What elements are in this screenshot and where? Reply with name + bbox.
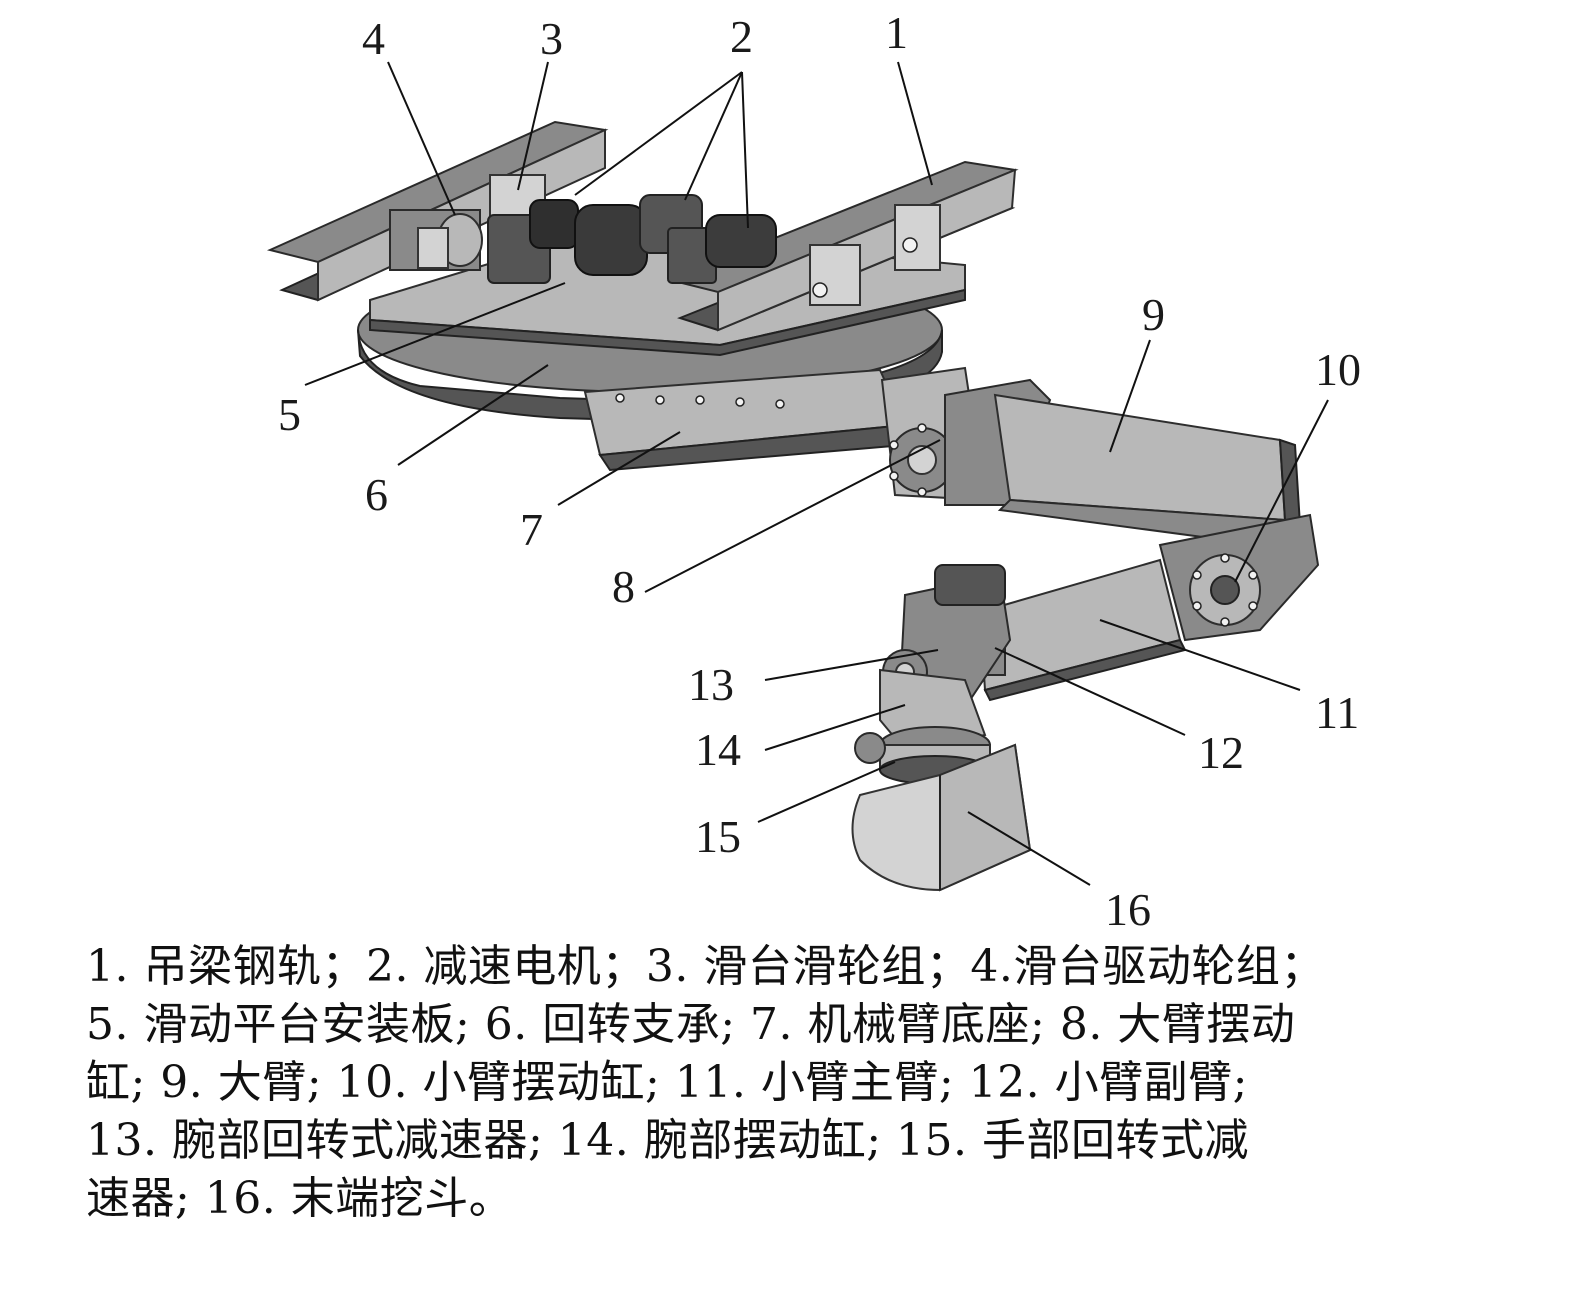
callout-11: 11 [1315,687,1359,738]
caption-line-1: 1. 吊梁钢轨；2. 减速电机；3. 滑台滑轮组；4.滑台驱动轮组； [86,941,1325,992]
mechanism-drawing: 4 3 2 1 5 6 7 8 9 10 11 12 13 14 15 16 [266,7,1361,930]
callout-13: 13 [688,659,734,710]
callout-5: 5 [278,389,301,440]
callout-9: 9 [1142,289,1165,340]
drive-wheel-group [389,209,483,271]
callout-1: 1 [885,7,908,58]
callout-15: 15 [695,811,741,862]
mechanism-diagram: 4 3 2 1 5 6 7 8 9 10 11 12 13 14 15 16 [266,7,1361,930]
leader-lines [304,61,1329,886]
callout-3: 3 [540,13,563,64]
callout-16: 16 [1105,884,1151,930]
caption-line-4: 13. 腕部回转式减速器; 14. 腕部摆动缸; 15. 手部回转式减 [86,1115,1250,1166]
callout-10: 10 [1315,344,1361,395]
callout-4: 4 [362,13,385,64]
callout-7: 7 [520,504,543,555]
callout-12: 12 [1198,727,1244,778]
callout-8: 8 [612,561,635,612]
caption-line-3: 缸; 9. 大臂; 10. 小臂摆动缸; 11. 小臂主臂; 12. 小臂副臂; [86,1057,1248,1108]
callout-14: 14 [695,724,741,775]
caption-line-2: 5. 滑动平台安装板; 6. 回转支承; 7. 机械臂底座; 8. 大臂摆动 [86,999,1296,1050]
gear-motors [487,194,777,284]
small-arm-cylinder [1158,513,1320,642]
callout-2: 2 [730,11,753,62]
caption-line-5: 速器; 16. 末端挖斗。 [86,1173,514,1224]
figure-caption: 1. 吊梁钢轨；2. 减速电机；3. 滑台滑轮组；4.滑台驱动轮组； 5. 滑动… [86,938,1556,1228]
callout-6: 6 [365,469,388,520]
big-arm [993,393,1304,542]
